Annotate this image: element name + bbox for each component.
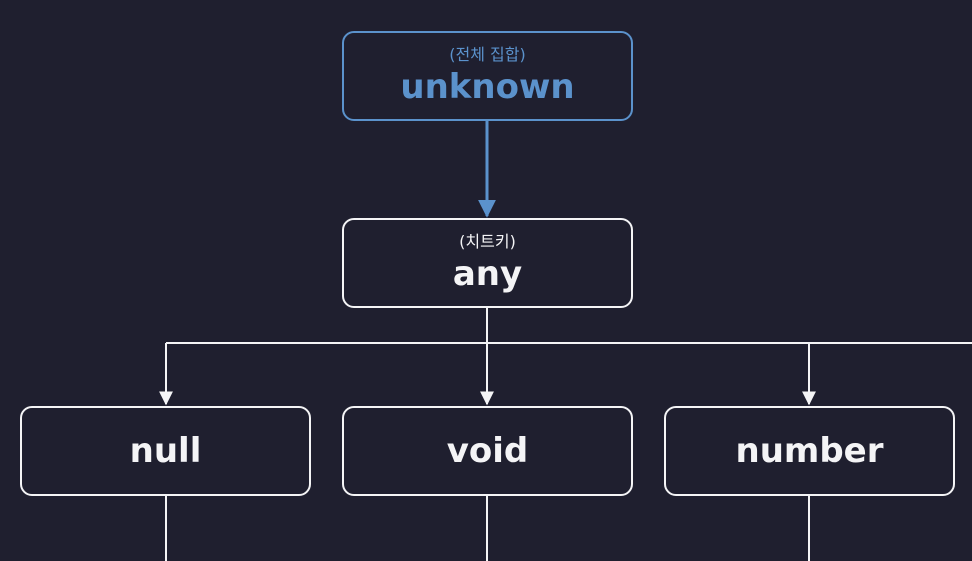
node-null-title: null [129, 431, 202, 471]
node-void: void [342, 406, 633, 496]
node-null: null [20, 406, 311, 496]
node-void-title: void [446, 431, 529, 471]
node-unknown: (전체 집합) unknown [342, 31, 633, 121]
node-any-title: any [452, 254, 523, 294]
node-unknown-title: unknown [400, 67, 575, 107]
node-unknown-subtitle: (전체 집합) [449, 45, 526, 64]
node-number-title: number [735, 431, 884, 471]
node-any: (치트키) any [342, 218, 633, 308]
node-any-subtitle: (치트키) [459, 232, 516, 251]
node-number: number [664, 406, 955, 496]
